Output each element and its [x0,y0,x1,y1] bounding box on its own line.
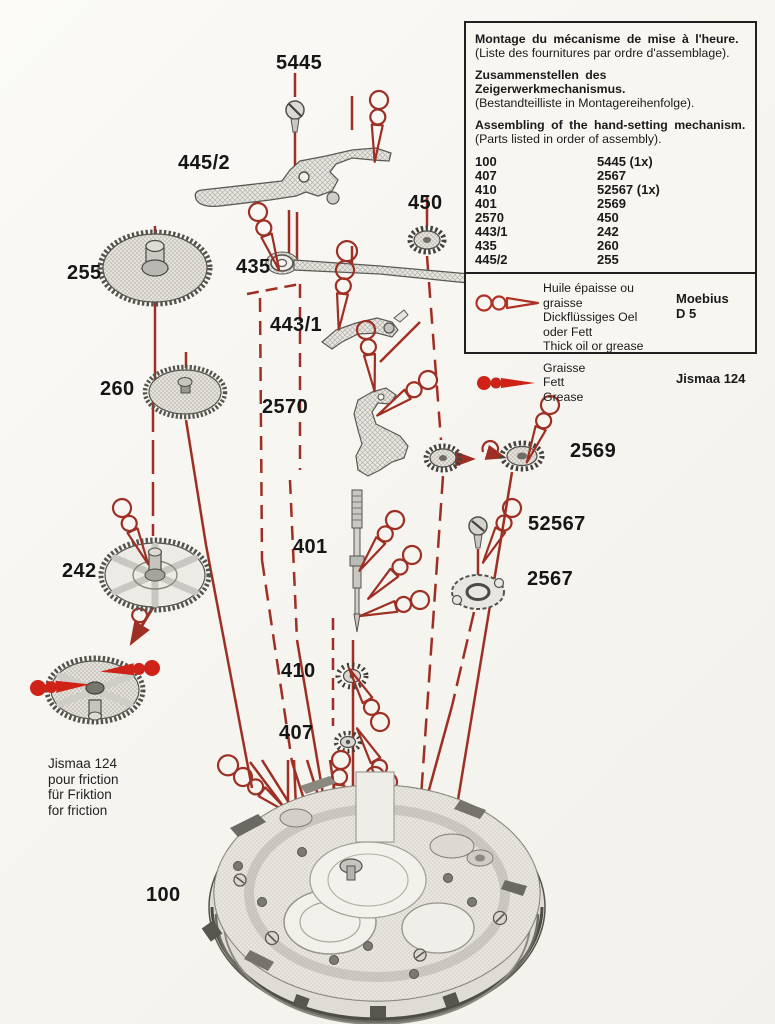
part-label-2567: 2567 [527,568,574,590]
setting-lever-445-2 [194,147,392,207]
product-name: Moebius [676,291,729,306]
part-number: 445/2 [475,252,508,267]
lubricant-label: Grease [543,389,584,404]
lubricant-thick-oil: Huile épaisse ou graisse Dickflüssiges O… [466,274,755,354]
driving-wheel-242 [98,537,212,613]
part-label-443-1: 443/1 [270,314,323,336]
lubricant-label: Thick oil or grease [543,339,644,353]
part-number: 435 [475,238,497,253]
part-label-2570: 2570 [262,396,309,418]
product-name: Jismaa 124 [676,370,746,386]
friction-note-line: pour friction [48,771,119,787]
part-number: 260 [597,238,619,253]
part-number: 255 [597,252,619,267]
legend-title-de-main: Zusammenstellen des Zeigerwerkmechanismu… [475,68,626,96]
part-number: 410 [475,182,497,197]
grease-labels: Graisse Fett Grease [543,361,670,405]
part-label-2569: 2569 [570,440,617,462]
lubricant-label: Fett [543,375,565,389]
legend-title-fr: Montage du mécanisme de mise à l'heure. … [475,32,747,60]
thick-oil-symbol [475,281,543,354]
part-label-435: 435 [236,256,271,278]
legend-title-de: Zusammenstellen des Zeigerwerkmechanismu… [475,68,747,110]
product-name: D 5 [676,306,697,321]
part-label-52567: 52567 [528,513,586,535]
crown-wheel-450 [407,225,447,255]
part-label-407: 407 [279,722,314,744]
legend-titles: Montage du mécanisme de mise à l'heure. … [466,23,755,146]
grease-product: Jismaa 124 [670,361,746,405]
parts-list-row: 2570 450 [475,211,746,225]
part-number: 407 [475,168,497,183]
part-label-401: 401 [293,536,328,558]
part-label-242: 242 [62,560,97,582]
part-number: 401 [475,196,497,211]
friction-note-line: für Friktion [48,787,112,802]
screw-52567 [468,516,488,549]
legend-divider [466,272,755,274]
part-number: 100 [475,154,497,169]
part-number: 443/1 [475,224,508,239]
hour-wheel-255 [97,229,213,307]
friction-note-line: Jismaa 124 [48,756,118,771]
plate-screws [233,873,508,962]
clutch-wheel-407 [333,730,363,754]
legend-title-en: Assembling of the hand-setting mechanism… [475,118,747,146]
part-number: 2569 [597,196,626,211]
part-number: 52567 (1x) [597,182,660,197]
part-label-450: 450 [408,192,443,214]
legend-title-de-sub: (Bestandteilliste in Montagereihenfolge)… [475,96,695,110]
parts-list-row: 401 2569 [475,197,746,211]
grease-symbol [475,361,543,405]
legend-box: Montage du mécanisme de mise à l'heure. … [464,21,757,404]
wheel-2567 [451,574,505,610]
lubricant-label: Huile épaisse ou graisse [543,281,634,310]
part-label-445-2: 445/2 [178,152,231,174]
setting-lever-spring-2570 [353,387,409,477]
lubricant-grease: Graisse Fett Grease Jismaa 124 [466,354,755,405]
part-label-260: 260 [100,378,135,400]
lubricant-label: Graisse [543,360,586,375]
part-label-410: 410 [281,660,316,682]
parts-list-row: 407 2567 [475,169,746,183]
part-label-5445: 5445 [276,52,323,74]
parts-list-row: 435 260 [475,239,746,253]
parts-list-row: 410 52567 (1x) [475,183,746,197]
screw-5445 [285,100,305,133]
parts-list-row: 100 5445 (1x) [475,155,746,169]
parts-list-row: 445/2 255 [475,253,746,267]
intermediate-wheel [423,443,463,473]
jewel-holes [233,847,477,979]
parts-list-row: 443/1 242 [475,225,746,239]
friction-note-line: for friction [48,802,108,818]
part-number: 2567 [597,168,626,183]
part-number: 5445 (1x) [597,154,653,169]
part-number: 2570 [475,210,504,225]
red-guide-lines [151,73,514,869]
part-number: 242 [597,224,619,239]
part-number: 450 [597,210,619,225]
legend-title-fr-sub: (Liste des fournitures par ordre d'assem… [475,46,730,60]
winding-stem-401 [349,489,365,633]
part-label-100: 100 [146,884,181,906]
main-plate-100 [201,771,546,1024]
setting-lever-443-1 [321,309,409,350]
lubricant-label: Dickflüssiges Oel [543,310,638,324]
friction-wheel [29,655,161,725]
part-label-255: 255 [67,262,102,284]
legend-title-en-sub: (Parts listed in order of assembly). [475,132,662,146]
minute-wheel-260 [142,364,228,420]
lubricant-label: oder Fett [543,324,593,339]
thick-oil-labels: Huile épaisse ou graisse Dickflüssiges O… [543,281,670,354]
legend-title-en-main: Assembling of the hand-setting mechanism… [475,118,746,132]
friction-note: Jismaa 124 pour friction für Friktion fo… [48,756,119,818]
thick-oil-product: Moebius D 5 [670,281,746,354]
legend-title-fr-main: Montage du mécanisme de mise à l'heure. [475,32,739,46]
